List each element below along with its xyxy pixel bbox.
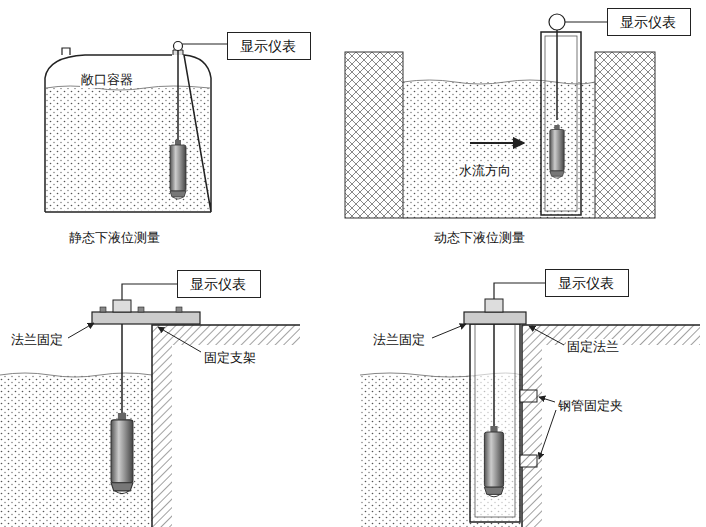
terminal-head	[113, 300, 131, 312]
signal-wire	[182, 43, 227, 44]
flange	[92, 312, 200, 324]
level-probe	[484, 426, 503, 497]
earth	[522, 325, 700, 527]
leader-line	[539, 397, 555, 402]
display-box: 显示仪表	[545, 269, 629, 297]
container-bottom	[45, 211, 211, 213]
level-probe	[550, 125, 564, 178]
pipe-inner	[545, 36, 577, 211]
ground-edge	[522, 325, 700, 527]
leader-line	[68, 323, 94, 338]
junction	[549, 14, 565, 30]
well-pipe	[360, 283, 700, 527]
bolt	[100, 307, 106, 312]
flow-arrow	[470, 142, 524, 144]
pipe-inner	[475, 324, 515, 517]
open-container	[45, 42, 227, 213]
junction	[174, 42, 183, 51]
label-text: 固定法兰	[566, 339, 620, 355]
cable	[493, 324, 495, 428]
water	[403, 82, 595, 218]
stilling-pipe	[541, 32, 581, 215]
box-text: 显示仪表	[558, 274, 616, 292]
label-text: 静态下液位测量	[68, 230, 161, 246]
label-text: 动态下液位测量	[433, 230, 526, 246]
label-text: 钢管固定夹	[557, 398, 624, 414]
leader-line	[158, 327, 201, 352]
level-probe	[170, 140, 186, 199]
label-text: 水流方向	[458, 163, 512, 179]
box-text: 显示仪表	[190, 275, 248, 293]
leader-line	[529, 326, 564, 345]
well-bracket	[0, 284, 300, 527]
channel	[345, 14, 655, 218]
bolt	[176, 307, 182, 312]
water	[0, 375, 152, 527]
flange	[464, 312, 526, 324]
steel-pipe	[470, 324, 520, 522]
display-box: 显示仪表	[177, 270, 261, 298]
terminal-head	[485, 299, 503, 312]
water	[46, 88, 210, 211]
label-text: 法兰固定	[10, 332, 64, 348]
water-surface	[403, 80, 595, 84]
signal-wire	[494, 283, 545, 299]
level-probe	[111, 413, 133, 494]
container-outline	[45, 55, 211, 212]
signal-wire	[565, 21, 607, 22]
box-text: 显示仪表	[240, 37, 298, 55]
label-text: 敞口容器	[80, 72, 134, 88]
signal-wire	[122, 284, 177, 300]
water-surface	[0, 373, 152, 377]
bolt	[138, 307, 144, 312]
ground-edge	[152, 325, 300, 527]
box-text: 显示仪表	[620, 13, 678, 31]
label-text: 固定支架	[203, 350, 257, 366]
vent	[62, 48, 70, 55]
earth	[152, 325, 300, 527]
cable	[177, 50, 179, 142]
display-box: 显示仪表	[227, 32, 311, 60]
leader-line	[432, 324, 466, 338]
display-box: 显示仪表	[607, 8, 691, 36]
pipe-clamp	[520, 390, 537, 402]
cable	[121, 324, 123, 417]
label-text: 法兰固定	[372, 332, 426, 348]
left-wall	[345, 52, 403, 218]
channel-bed	[403, 217, 595, 218]
cable	[556, 30, 558, 120]
right-wall	[595, 52, 655, 218]
pipe-clamp	[520, 455, 537, 467]
leader-line	[539, 410, 556, 459]
